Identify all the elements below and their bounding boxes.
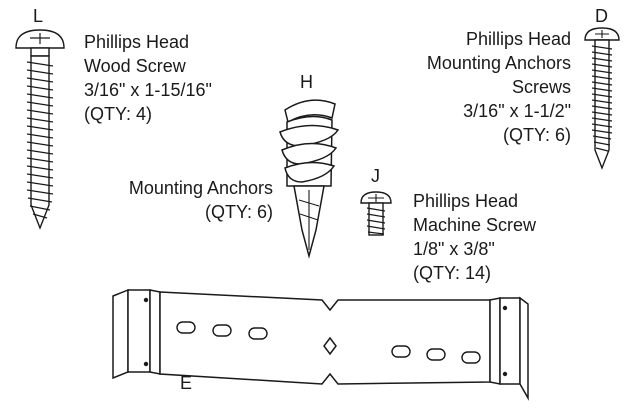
part-l-name-line1: Phillips Head: [84, 32, 190, 52]
part-l-size: 3/16" x 1-15/16": [84, 80, 212, 100]
part-l-label: Phillips Head Wood Screw 3/16" x 1-15/16…: [84, 30, 212, 126]
part-h-name-line1: Mounting Anchors: [128, 178, 273, 198]
part-d-name-line2: Mounting Anchors: [426, 53, 571, 73]
machine-screw-j-illustration: [360, 191, 392, 236]
part-d-name-line1: Phillips Head: [465, 29, 571, 49]
part-j-name-line2: Machine Screw: [413, 215, 537, 235]
mounting-bracket-e-illustration: [112, 288, 529, 401]
part-d-name-line3: Screws: [511, 77, 571, 97]
part-h-qty: (QTY: 6): [204, 202, 273, 222]
part-j-qty: (QTY: 14): [413, 263, 492, 283]
part-j-name-line1: Phillips Head: [413, 191, 519, 211]
part-d-qty: (QTY: 6): [502, 125, 571, 145]
part-d-label: Phillips Head Mounting Anchors Screws 3/…: [427, 27, 571, 147]
part-letter-h: H: [300, 72, 313, 92]
part-letter-d: D: [595, 6, 608, 26]
anchor-screw-d-illustration: [584, 27, 620, 170]
part-h-label: Mounting Anchors (QTY: 6): [129, 176, 273, 224]
mounting-anchor-h-illustration: [279, 99, 340, 259]
part-letter-j: J: [371, 166, 380, 186]
part-l-qty: (QTY: 4): [84, 104, 153, 124]
part-letter-e: E: [180, 373, 193, 393]
wood-screw-l-illustration: [15, 29, 65, 230]
part-j-size: 1/8" x 3/8": [413, 239, 495, 259]
part-d-size: 3/16" x 1-1/2": [463, 101, 571, 121]
part-letter-l: L: [33, 6, 44, 26]
part-l-name-line2: Wood Screw: [84, 56, 186, 76]
part-j-label: Phillips Head Machine Screw 1/8" x 3/8" …: [413, 189, 536, 285]
